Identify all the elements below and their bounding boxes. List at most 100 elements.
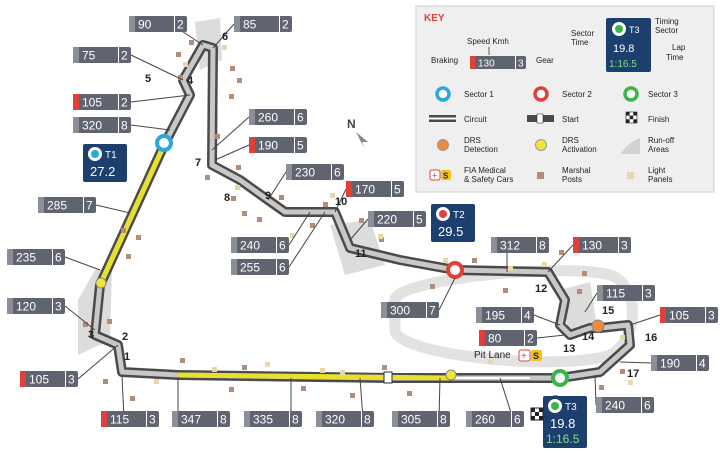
key-runoff-label-2: Areas [648, 145, 669, 154]
marshal-post [577, 289, 582, 294]
key-fia-label-1: FIA Medical [464, 166, 506, 175]
gear-value: 2 [527, 332, 534, 346]
corner-number: 1 [124, 351, 130, 363]
leader-line [130, 94, 191, 103]
marshal-post [136, 235, 141, 240]
sector-time: 19.8 [550, 416, 575, 431]
leader-line [288, 211, 311, 246]
start-icon [527, 113, 554, 124]
start-line [383, 371, 393, 384]
gear-value: 2 [121, 96, 128, 110]
light-panel [222, 45, 227, 50]
speed-value: 235 [16, 251, 36, 265]
finish-icon [625, 111, 638, 124]
marshal-post [503, 288, 508, 293]
gear-value: 3 [645, 287, 652, 301]
light-panel [488, 359, 493, 364]
key-finish-label: Finish [648, 115, 669, 124]
gear-value: 3 [708, 309, 715, 323]
key-sample-speed: 130 [478, 59, 495, 70]
marshal-post [620, 369, 625, 374]
marshal-post [83, 322, 88, 327]
leader-line [267, 171, 287, 201]
leader-line [64, 256, 101, 271]
key-sector-time-label-2: Time [571, 38, 589, 47]
key-drs-detection-label-1: DRS [464, 136, 481, 145]
corner-number: 9 [265, 190, 271, 202]
key-sector2-label: Sector 2 [562, 90, 592, 99]
north-label: N [347, 117, 356, 131]
light-panel [235, 185, 240, 190]
gear-value: 6 [279, 261, 286, 275]
speed-value: 285 [47, 199, 67, 213]
key-fia-label-2: & Safety Cars [464, 175, 513, 184]
marshal-post [323, 202, 328, 207]
marshal-post [599, 385, 604, 390]
light-panel [340, 370, 345, 375]
marshal-post [310, 223, 315, 228]
marshal-post [242, 365, 247, 370]
speed-value: 90 [138, 18, 152, 32]
speed-value: 105 [82, 96, 102, 110]
speed-value: 230 [295, 166, 315, 180]
sector-time: 29.5 [438, 224, 463, 239]
gear-value: 6 [334, 166, 341, 180]
leader-line [77, 344, 119, 380]
finish-flag-icon [530, 407, 544, 421]
leader-line [438, 277, 456, 311]
lap-time: 1:16.5 [546, 432, 580, 446]
speed-value: 335 [253, 413, 273, 427]
marshal-post [279, 195, 284, 200]
speed-value: 347 [181, 413, 201, 427]
light-panel [508, 266, 513, 271]
corner-number: 15 [602, 305, 614, 317]
gear-value: 5 [297, 139, 304, 153]
marshal-post [559, 250, 564, 255]
marshal-post [205, 175, 210, 180]
key-speed-label: Speed Kmh [467, 37, 509, 46]
pit-lane-label: Pit Lane + S [474, 349, 542, 362]
speed-value: 300 [390, 304, 410, 318]
sector-1-marker [155, 134, 173, 152]
light-panel-icon [627, 172, 634, 179]
leader-line [212, 23, 235, 49]
gear-value: 6 [279, 239, 286, 253]
speed-value: 220 [377, 213, 397, 227]
corner-number: 14 [582, 331, 595, 343]
sector-time: 27.2 [90, 164, 115, 179]
light-panels [154, 45, 633, 385]
leader-line [334, 188, 347, 213]
svg-text:S: S [443, 172, 449, 181]
marshal-post [382, 365, 387, 370]
key-sector-time-label-1: Sector [571, 29, 594, 38]
speed-value: 240 [240, 239, 260, 253]
gear-value: 4 [699, 357, 706, 371]
key-gear-label: Gear [536, 56, 554, 65]
drs-activation-icon [535, 139, 547, 151]
drs-activation-marker [95, 277, 457, 381]
speed-value: 255 [240, 261, 260, 275]
runoff-area-icon [620, 138, 640, 154]
gear-value: 3 [621, 239, 628, 253]
marshal-post [126, 254, 131, 259]
marshal-post [229, 94, 234, 99]
drs-detection-marker [591, 319, 605, 333]
gear-value: 8 [539, 239, 546, 253]
corner-number: 12 [535, 283, 547, 295]
marshal-post [121, 228, 126, 233]
speed-value: 130 [582, 239, 602, 253]
gear-value: 6 [514, 413, 521, 427]
light-panel [265, 362, 270, 367]
